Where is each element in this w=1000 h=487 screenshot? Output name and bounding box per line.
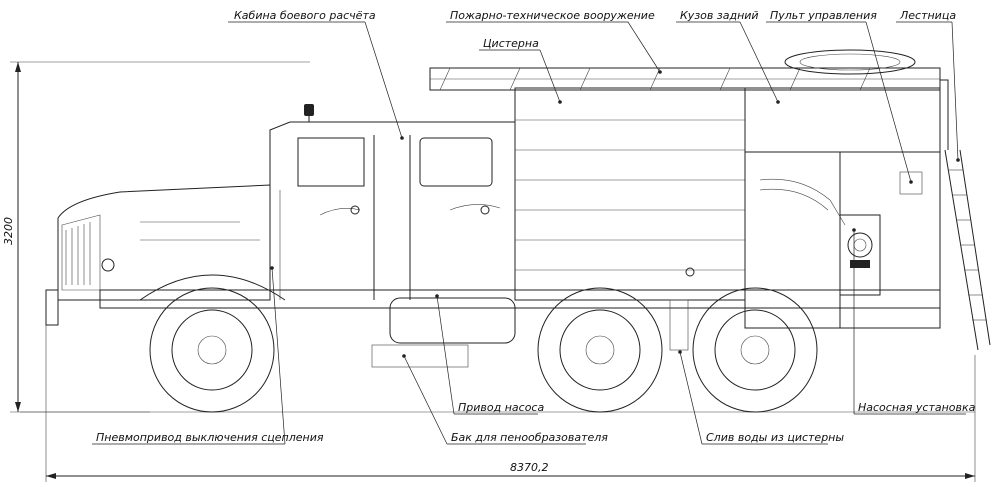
label-tank: Цистерна bbox=[479, 37, 562, 104]
label-ladder-text: Лестница bbox=[899, 9, 956, 22]
label-cab: Кабина боевого расчёта bbox=[228, 9, 404, 140]
label-clutch-pneumatic: Пневмопривод выключения сцепления bbox=[92, 266, 324, 445]
rear-wheel bbox=[692, 287, 818, 413]
label-control-panel: Пульт управления bbox=[766, 9, 913, 184]
label-tank-text: Цистерна bbox=[483, 37, 539, 50]
length-dimension-text: 8370,2 bbox=[510, 461, 549, 474]
length-dimension: 8370,2 bbox=[45, 300, 976, 482]
label-equipment: Пожарно-техническое вооружение bbox=[446, 9, 662, 74]
suspension-spring bbox=[669, 299, 689, 351]
label-pump-drive: Привод насоса bbox=[435, 294, 544, 415]
label-clutch-pneumatic-text: Пневмопривод выключения сцепления bbox=[96, 431, 324, 444]
truck-outline bbox=[45, 49, 991, 368]
label-control-panel-text: Пульт управления bbox=[770, 9, 877, 22]
label-cab-text: Кабина боевого расчёта bbox=[234, 9, 376, 22]
front-wheel bbox=[149, 287, 275, 413]
middle-wheel bbox=[537, 287, 663, 413]
label-pump-unit: Насосная установка bbox=[852, 228, 976, 415]
label-foam-tank-text: Бак для пенообразователя bbox=[451, 431, 608, 444]
label-equipment-text: Пожарно-техническое вооружение bbox=[450, 9, 655, 22]
label-rear-body: Кузов задний bbox=[676, 9, 780, 104]
label-ladder: Лестница bbox=[896, 9, 960, 162]
label-pump-drive-text: Привод насоса bbox=[458, 401, 544, 414]
label-rear-body-text: Кузов задний bbox=[680, 9, 759, 22]
height-dimension-text: 3200 bbox=[2, 217, 15, 245]
label-water-drain: Слив воды из цистерны bbox=[678, 350, 844, 445]
label-pump-unit-text: Насосная установка bbox=[858, 401, 976, 414]
height-dimension: 3200 bbox=[2, 61, 310, 413]
label-foam-tank: Бак для пенообразователя bbox=[402, 354, 608, 445]
front-fender bbox=[139, 274, 286, 301]
label-water-drain-text: Слив воды из цистерны bbox=[706, 431, 844, 444]
